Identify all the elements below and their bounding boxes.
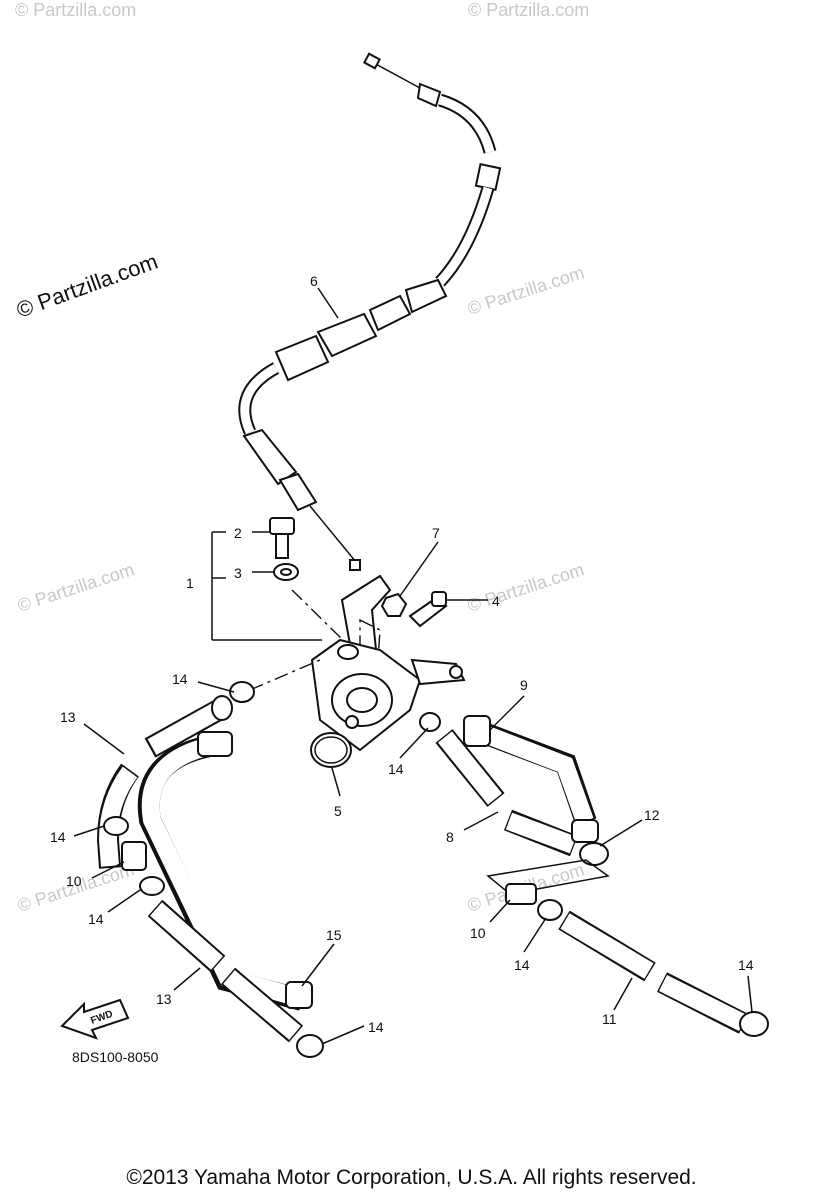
callout-14-left-a: 14	[50, 829, 66, 845]
callout-5: 5	[334, 803, 342, 819]
clip-14-b	[103, 816, 129, 836]
copyright-notice: ©2013 Yamaha Motor Corporation, U.S.A. A…	[126, 1166, 697, 1189]
callout-14-left-b: 14	[88, 911, 104, 927]
callout-14-right-a: 14	[514, 957, 530, 973]
leader-lines	[73, 287, 753, 1045]
clip-14-d	[296, 1034, 324, 1058]
clip-14-e	[419, 712, 441, 732]
joint-10-b	[505, 883, 537, 905]
callout-6: 6	[310, 273, 318, 289]
callout-labels: 6 2 3 1 7 4 14 13 5 14 9 8 12 14 10 14 1…	[50, 273, 754, 1035]
right-hose-set	[419, 712, 769, 1037]
clip-14-f	[537, 899, 563, 921]
clip-14-g	[739, 1011, 769, 1037]
watermark-right-1: © Partzilla.com	[465, 559, 587, 616]
spring-15	[285, 981, 313, 1009]
watermark-top-right: © Partzilla.com	[468, 0, 589, 20]
watermark-left-1: © Partzilla.com	[15, 559, 137, 616]
nut-7	[380, 592, 408, 617]
callout-3: 3	[234, 565, 242, 581]
callout-10-right: 10	[470, 925, 486, 941]
throttle-cable	[238, 52, 502, 571]
callout-13-lower: 13	[156, 991, 172, 1007]
diagram-code: 8DS100-8050	[72, 1049, 159, 1065]
watermark-group: © Partzilla.com © Partzilla.com © Partzi…	[15, 0, 589, 916]
callout-7: 7	[432, 525, 440, 541]
clip-14-a	[229, 681, 255, 703]
oil-pump-assembly	[211, 517, 466, 768]
callout-8: 8	[446, 829, 454, 845]
callout-11: 11	[602, 1011, 617, 1027]
joint-10-a	[121, 841, 147, 871]
clip-12	[579, 842, 609, 866]
callout-10-left: 10	[66, 873, 82, 889]
fwd-arrow: FWD	[60, 998, 130, 1040]
callout-9: 9	[520, 677, 528, 693]
callout-12: 12	[644, 807, 660, 823]
callout-4: 4	[492, 593, 500, 609]
watermark-mid-right: © Partzilla.com	[465, 262, 587, 319]
callout-2: 2	[234, 525, 242, 541]
watermark-top-left: © Partzilla.com	[15, 0, 136, 20]
callout-14-pump: 14	[172, 671, 188, 687]
o-ring-5	[310, 732, 352, 768]
watermark-main: © Partzilla.com	[13, 249, 161, 323]
left-hose-set	[96, 681, 324, 1058]
spring-9-b	[571, 819, 599, 843]
callout-1: 1	[186, 575, 194, 591]
callout-14-right-b: 14	[738, 957, 754, 973]
bolt-2	[269, 517, 295, 535]
callout-13-upper: 13	[60, 709, 76, 725]
spring-9-a	[463, 715, 491, 747]
callout-14-lower: 14	[368, 1019, 384, 1035]
callout-14-right-pump: 14	[388, 761, 404, 777]
clip-14-c	[139, 876, 165, 896]
callout-15: 15	[326, 927, 342, 943]
